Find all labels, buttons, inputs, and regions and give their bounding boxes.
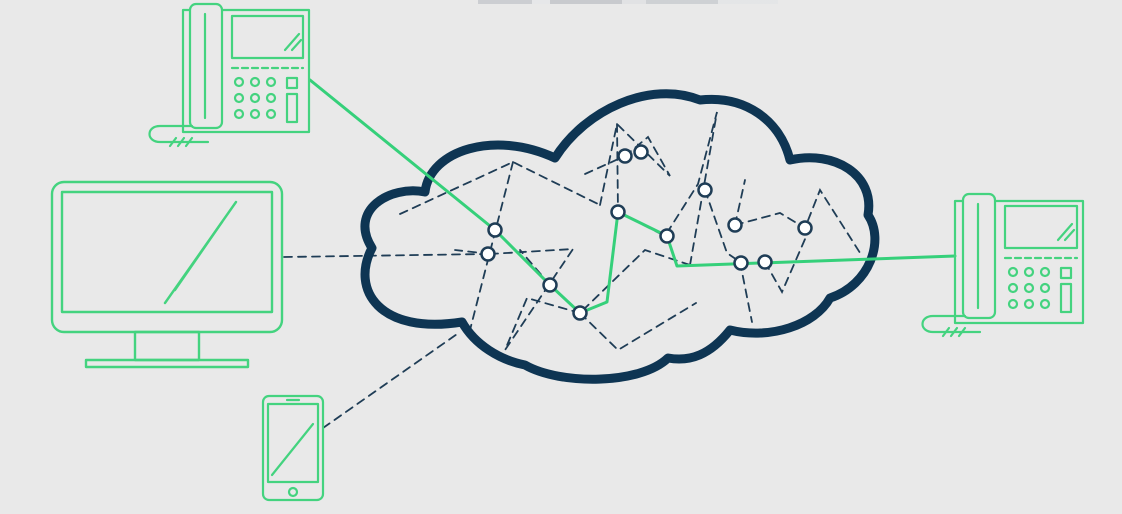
smartphone-to-cloud-link: [322, 331, 461, 429]
network-node: [542, 277, 558, 293]
network-node: [480, 246, 496, 262]
network-node: [659, 228, 675, 244]
active-call-route: [308, 78, 957, 315]
smartphone-icon: [261, 394, 325, 502]
network-node: [697, 182, 713, 198]
network-node: [610, 204, 626, 220]
desk-phone-icon: [148, 2, 311, 148]
monitor-to-cloud-link: [283, 253, 489, 258]
network-nodes: [480, 144, 813, 321]
blurred-banner-strip: [478, 0, 778, 4]
cloud-network-outline: [360, 89, 880, 384]
network-node: [617, 148, 633, 164]
network-node: [572, 305, 588, 321]
desk-phone-icon: [921, 192, 1085, 338]
network-node: [487, 222, 503, 238]
network-node: [727, 217, 743, 233]
network-node: [633, 144, 649, 160]
network-node: [797, 220, 813, 236]
network-node: [733, 255, 749, 271]
network-node: [757, 254, 773, 270]
device-dashed-links: [283, 253, 489, 429]
monitor-icon: [50, 180, 284, 369]
